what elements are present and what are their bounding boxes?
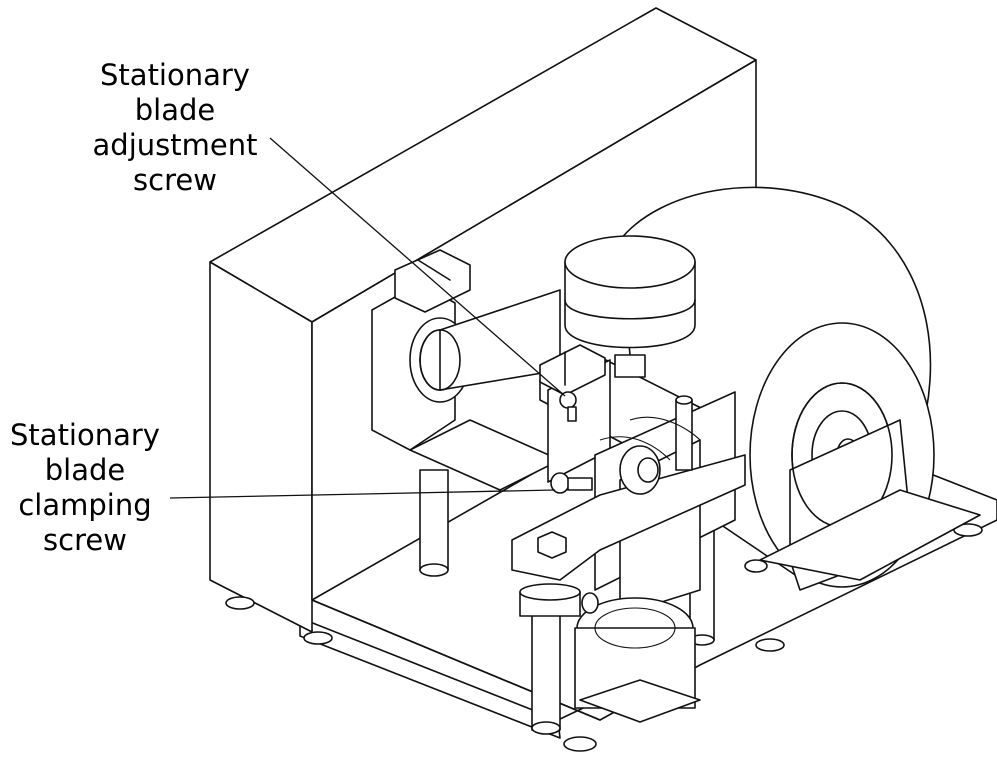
callout-line: adjustment xyxy=(92,128,258,162)
callout-line: blade xyxy=(134,93,216,127)
callout-line: clamping xyxy=(18,488,152,522)
adjustment-screw xyxy=(559,391,577,422)
callout-line: screw xyxy=(133,163,217,197)
lower-cup xyxy=(574,597,701,723)
callout-adjustment-screw: Stationary blade adjustment screw xyxy=(80,58,270,198)
clamping-leader xyxy=(169,489,556,499)
hex-bolt xyxy=(537,531,567,559)
callout-line: screw xyxy=(43,523,127,557)
callout-line: blade xyxy=(44,453,126,487)
clamping-screw xyxy=(550,472,593,494)
collar xyxy=(519,583,599,617)
feet xyxy=(225,523,983,752)
adjustment-leader xyxy=(269,137,566,397)
callout-line: Stationary xyxy=(10,418,160,452)
top-cup xyxy=(564,235,696,378)
leader-lines xyxy=(169,137,566,499)
callout-clamping-screw: Stationary blade clamping screw xyxy=(0,418,170,558)
pivot-assembly xyxy=(599,395,701,495)
callout-line: Stationary xyxy=(100,58,250,92)
